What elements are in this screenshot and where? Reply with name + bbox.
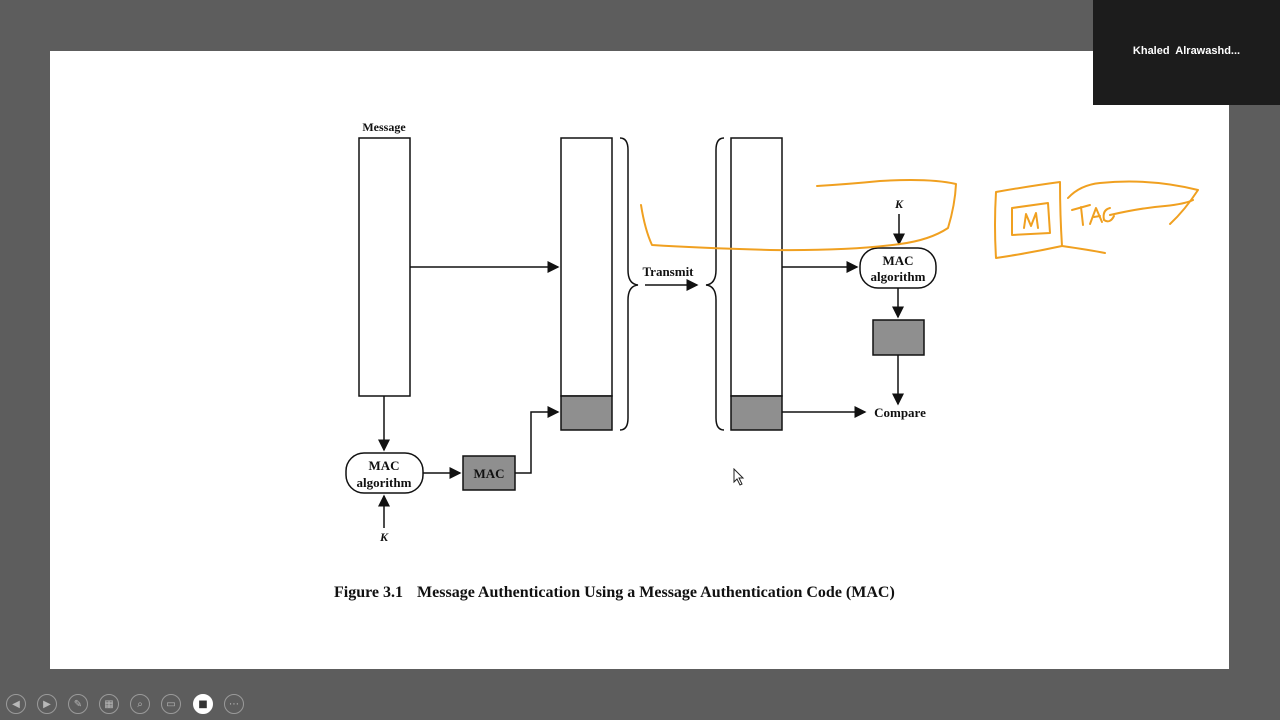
more-options-icon[interactable]: ⋯ [224, 694, 244, 714]
ink-inner-box [1011, 202, 1051, 236]
subtitles-icon[interactable]: ▭ [161, 694, 181, 714]
left-brace [619, 137, 639, 431]
slideshow-toolbar: ◀ ▶ ✎ ▦ ⌕ ▭ ■ ⋯ [0, 690, 260, 720]
pen-icon[interactable]: ✎ [68, 694, 88, 714]
caption-number: Figure 3.1 [334, 584, 403, 601]
sender-mac-algorithm-line1: MAC [368, 458, 399, 473]
key-sender-label: K [379, 530, 389, 544]
ink-m-letter [1023, 212, 1039, 229]
zoom-icon[interactable]: ⌕ [130, 694, 150, 714]
ink-stroke-2 [1061, 245, 1106, 254]
message-block [358, 137, 411, 397]
ink-annotations [640, 179, 1199, 259]
ink-tag-outline [1067, 180, 1199, 225]
receiver-mac-algorithm-line2: algorithm [871, 269, 926, 284]
ink-tag-letters [1071, 204, 1115, 226]
camera-icon[interactable]: ■ [193, 694, 213, 714]
transmitted-mac-block [560, 395, 613, 431]
caption-text: Message Authentication Using a Message A… [417, 584, 895, 601]
next-slide-icon[interactable]: ▶ [37, 694, 57, 714]
computed-mac-block [872, 319, 925, 356]
ink-stroke-1 [640, 179, 957, 252]
mac-box-label: MAC [473, 466, 504, 481]
sender-mac-algorithm-line2: algorithm [357, 475, 412, 490]
presentation-slide [50, 51, 1229, 669]
message-label: Message [362, 120, 406, 134]
received-mac-block [730, 395, 783, 431]
received-message-block [730, 137, 783, 397]
key-receiver-label: K [894, 197, 904, 211]
right-brace [705, 137, 725, 431]
transmitted-message-block [560, 137, 613, 397]
participant-video-tile[interactable]: Khaled Alrawashd... [1093, 0, 1280, 105]
receiver-mac-algorithm-line1: MAC [882, 253, 913, 268]
mouse-cursor-icon [733, 468, 745, 486]
ink-stroke-3 [1109, 199, 1194, 216]
figure-caption: Figure 3.1 Message Authentication Using … [334, 584, 895, 601]
previous-slide-icon[interactable]: ◀ [6, 694, 26, 714]
transmit-label: Transmit [642, 264, 694, 279]
mac-append-arrow [515, 406, 560, 474]
see-all-slides-icon[interactable]: ▦ [99, 694, 119, 714]
participant-name: Khaled Alrawashd... [1132, 45, 1241, 57]
compare-label: Compare [874, 405, 926, 420]
